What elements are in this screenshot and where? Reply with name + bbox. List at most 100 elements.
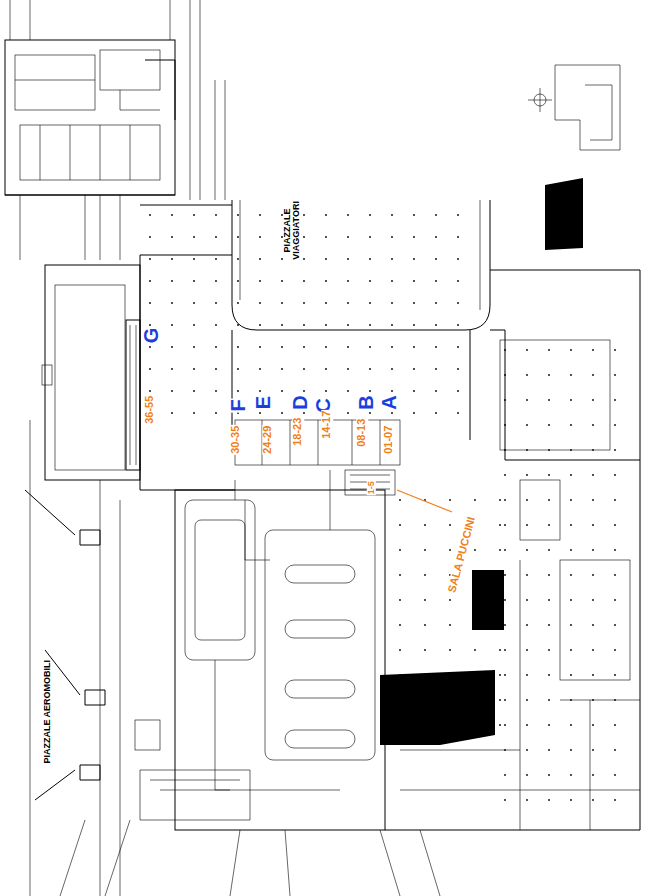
column-dot xyxy=(347,258,349,260)
column-dot xyxy=(237,280,239,282)
column-dot xyxy=(413,346,415,348)
column-dot xyxy=(570,649,572,651)
column-dot xyxy=(457,368,459,370)
column-dot xyxy=(614,549,616,551)
column-dot xyxy=(570,374,572,376)
column-dot xyxy=(149,368,151,370)
column-dot xyxy=(303,324,305,326)
column-dot xyxy=(570,799,572,801)
column-dot xyxy=(347,280,349,282)
column-dot xyxy=(499,674,501,676)
column-dot xyxy=(215,346,217,348)
column-dot xyxy=(424,624,426,626)
column-dot xyxy=(237,236,239,238)
column-dot xyxy=(592,424,594,426)
column-dot xyxy=(347,390,349,392)
column-dot xyxy=(193,214,195,216)
column-dot xyxy=(369,258,371,260)
column-dot xyxy=(526,799,528,801)
column-dot xyxy=(592,799,594,801)
column-dot xyxy=(457,258,459,260)
column-dot xyxy=(570,749,572,751)
column-dot xyxy=(614,499,616,501)
column-dot xyxy=(413,258,415,260)
column-dot xyxy=(592,649,594,651)
column-dot xyxy=(526,599,528,601)
column-dot xyxy=(548,374,550,376)
column-dot xyxy=(592,524,594,526)
column-dot xyxy=(435,412,437,414)
column-dot xyxy=(325,302,327,304)
column-dot xyxy=(399,624,401,626)
column-dot xyxy=(474,499,476,501)
column-dot xyxy=(457,390,459,392)
column-dot xyxy=(457,280,459,282)
column-dot xyxy=(592,349,594,351)
column-dot xyxy=(570,499,572,501)
column-dot xyxy=(369,302,371,304)
column-dot xyxy=(303,412,305,414)
column-dot xyxy=(399,499,401,501)
column-dot xyxy=(526,349,528,351)
column-dot xyxy=(171,412,173,414)
column-dot xyxy=(435,390,437,392)
column-dot xyxy=(614,649,616,651)
column-dot xyxy=(237,368,239,370)
column-dot xyxy=(193,302,195,304)
column-dot xyxy=(592,599,594,601)
column-dot xyxy=(325,214,327,216)
north-arrow xyxy=(528,65,620,150)
column-dot xyxy=(325,368,327,370)
column-dot xyxy=(171,368,173,370)
column-dot xyxy=(391,280,393,282)
column-dot xyxy=(259,390,261,392)
column-dot xyxy=(570,724,572,726)
column-dot xyxy=(259,346,261,348)
column-dot xyxy=(347,412,349,414)
column-dot xyxy=(259,236,261,238)
column-dot xyxy=(347,236,349,238)
column-dot xyxy=(614,624,616,626)
access-roads xyxy=(20,80,490,330)
column-dot xyxy=(347,368,349,370)
column-dot xyxy=(457,302,459,304)
column-dot xyxy=(504,624,506,626)
column-dot xyxy=(435,236,437,238)
column-dot xyxy=(369,390,371,392)
column-dot xyxy=(391,258,393,260)
column-dot xyxy=(570,674,572,676)
column-dot xyxy=(592,774,594,776)
column-dot xyxy=(499,549,501,551)
gate-range: 14-17 xyxy=(321,410,333,440)
column-dot xyxy=(237,258,239,260)
column-dot xyxy=(281,302,283,304)
column-dot xyxy=(281,412,283,414)
column-dot xyxy=(237,302,239,304)
column-dot xyxy=(171,346,173,348)
column-dot xyxy=(435,280,437,282)
column-dot xyxy=(413,324,415,326)
column-dot xyxy=(499,699,501,701)
apron-lines xyxy=(30,420,440,896)
column-dot xyxy=(449,599,451,601)
gate-range: 24-29 xyxy=(262,425,274,455)
boarding-bridges xyxy=(25,490,250,820)
column-dot xyxy=(149,258,151,260)
solid-blocks xyxy=(380,178,583,745)
column-dot xyxy=(499,499,501,501)
column-dot xyxy=(548,774,550,776)
column-dot xyxy=(504,499,506,501)
column-dot xyxy=(171,214,173,216)
column-dot xyxy=(614,374,616,376)
column-dot xyxy=(215,236,217,238)
column-dot xyxy=(193,346,195,348)
column-dot xyxy=(592,399,594,401)
column-dot xyxy=(391,390,393,392)
column-dot xyxy=(281,258,283,260)
column-dot xyxy=(347,324,349,326)
column-dot xyxy=(526,399,528,401)
column-dot xyxy=(614,474,616,476)
column-dot xyxy=(281,368,283,370)
